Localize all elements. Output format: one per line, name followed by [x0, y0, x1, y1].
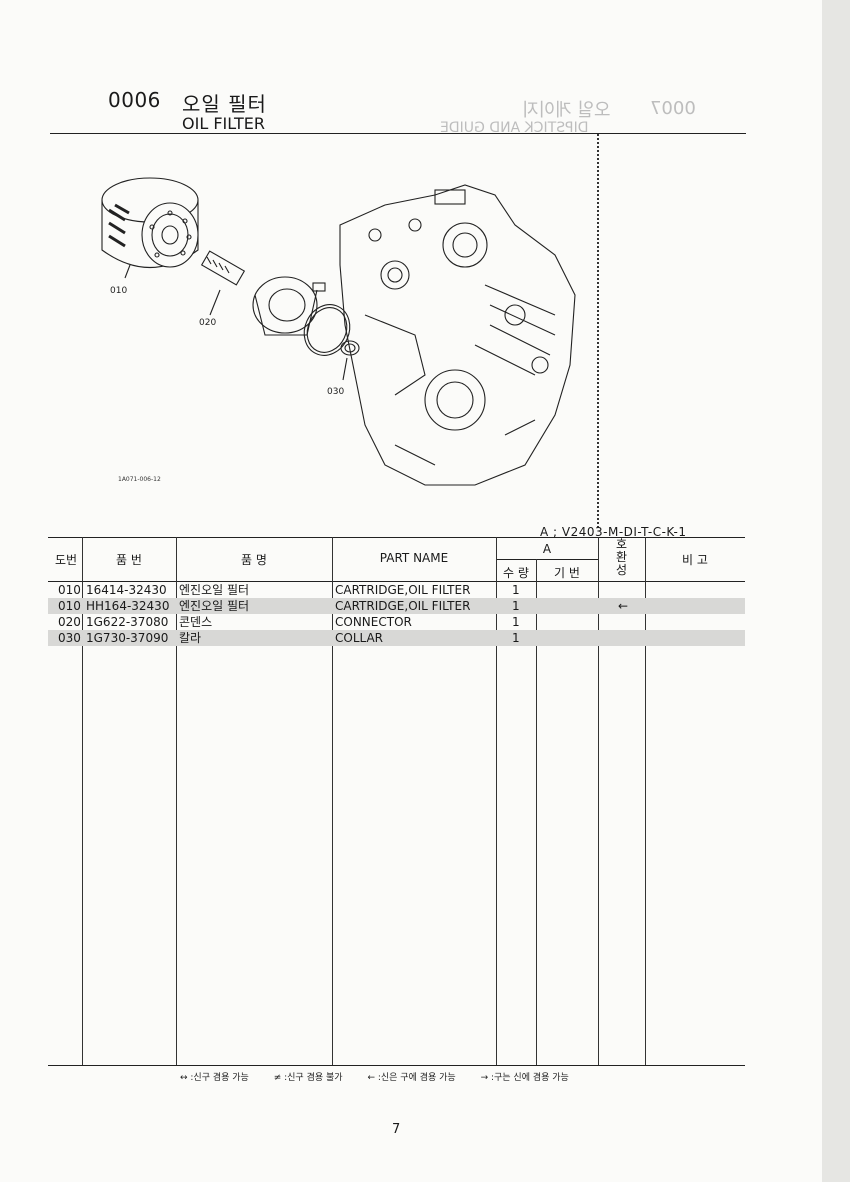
header-name-en: PART NAME	[379, 551, 449, 565]
engine-gear-case	[339, 184, 576, 486]
scan-edge	[822, 0, 850, 1182]
header-interchange: 호 환 성	[615, 537, 628, 577]
bleed-through-code: 0007	[650, 98, 696, 119]
header-qty: 수 량	[503, 566, 529, 580]
header-name-ko: 품 명	[241, 553, 267, 567]
figure-code: 1A071-006-12	[118, 476, 161, 483]
o-ring	[303, 304, 351, 356]
interchange-legend: ↔ :신구 겸용 가능 ≠ :신구 겸용 불가 ← :신은 구에 겸용 가능 →…	[180, 1073, 569, 1083]
catalog-page: 0007 오일 게이지 DIPSTICK AND GUIDE 0006 오일 필…	[48, 88, 746, 1137]
model-note: A ; V2403-M-DI-T-C-K-1	[540, 525, 687, 539]
parts-diagram: 010 020 030	[101, 177, 576, 486]
header-part-no: 품 번	[116, 553, 142, 567]
callout-010: 010	[110, 286, 127, 296]
table-row: 010 16414-32430 엔진오일 필터 CARTRIDGE,OIL FI…	[58, 583, 520, 597]
bleed-through-title-ko: 오일 게이지	[522, 100, 611, 121]
section-title-en: OIL FILTER	[182, 114, 265, 133]
header-base: 기 번	[554, 566, 580, 580]
page-number: 7	[392, 1122, 401, 1137]
table-row: 010 HH164-32430 엔진오일 필터 CARTRIDGE,OIL FI…	[48, 598, 745, 614]
header-rule	[50, 133, 746, 134]
table-top-rule	[48, 537, 745, 538]
callout-030: 030	[327, 387, 344, 397]
connector-part	[200, 250, 246, 286]
callout-020: 020	[199, 318, 216, 328]
section-title-ko: 오일 필터	[182, 92, 267, 116]
header-group-a: A	[542, 542, 552, 556]
table-bottom-rule	[48, 1065, 745, 1066]
table-row: 030 1G730-37090 칼라 COLLAR 1	[48, 630, 745, 646]
page-divider	[597, 134, 599, 528]
header-remarks: 비 고	[682, 553, 708, 567]
table-row: 020 1G622-37080 콘덴스 CONNECTOR 1	[58, 615, 520, 629]
interchange-arrow: ←	[618, 599, 629, 613]
oil-filter-cartridge	[101, 177, 199, 268]
section-code: 0006	[108, 88, 161, 112]
filter-head	[252, 276, 326, 336]
header-no: 도번	[54, 553, 78, 567]
table-header-rule	[48, 581, 745, 582]
